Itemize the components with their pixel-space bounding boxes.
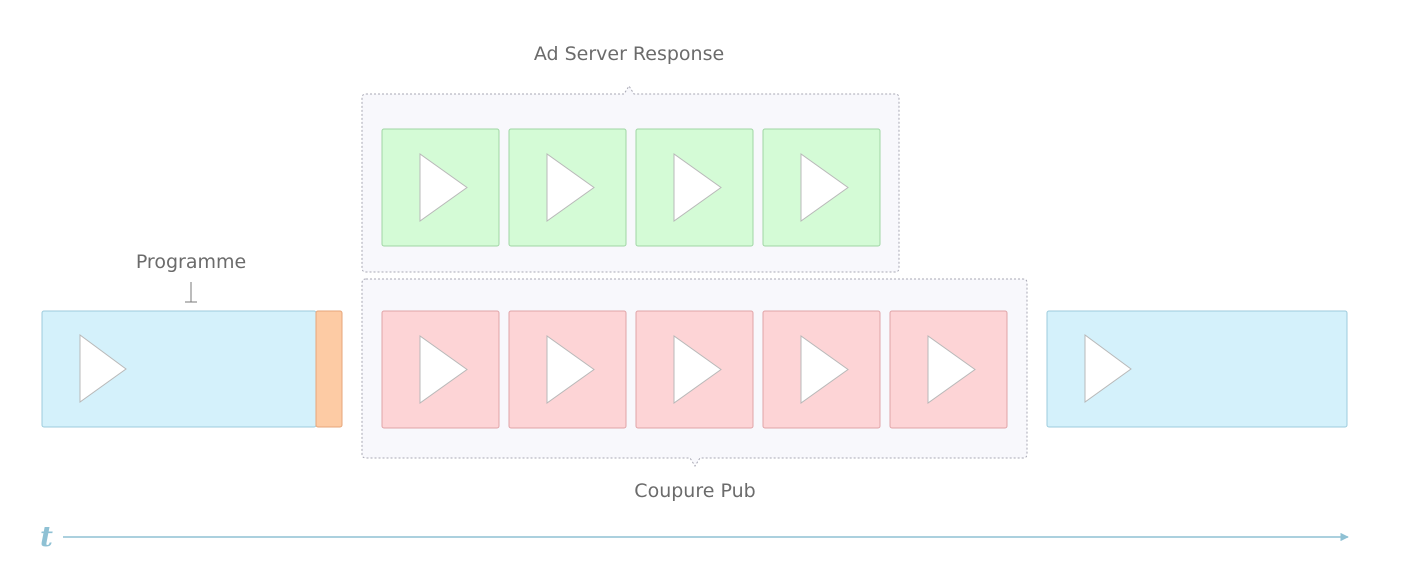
ad-server-tiles xyxy=(381,128,881,247)
transition-segment xyxy=(315,310,343,428)
programme-label: Programme xyxy=(136,251,246,273)
play-icon xyxy=(800,335,849,404)
play-icon xyxy=(419,153,468,222)
play-icon xyxy=(79,334,127,403)
play-icon xyxy=(546,335,595,404)
programme-pointer xyxy=(185,282,197,303)
time-axis-label: t xyxy=(40,520,53,553)
coupure-pub-tiles xyxy=(381,310,1008,429)
play-icon xyxy=(800,153,849,222)
play-icon xyxy=(1084,334,1132,403)
play-icon xyxy=(419,335,468,404)
play-icon xyxy=(673,153,722,222)
play-icon xyxy=(927,335,976,404)
programme-block-after xyxy=(1046,310,1348,428)
play-icon xyxy=(546,153,595,222)
ad-server-response-label: Ad Server Response xyxy=(534,43,724,65)
coupure-pub-label: Coupure Pub xyxy=(634,480,755,502)
play-icon xyxy=(673,335,722,404)
